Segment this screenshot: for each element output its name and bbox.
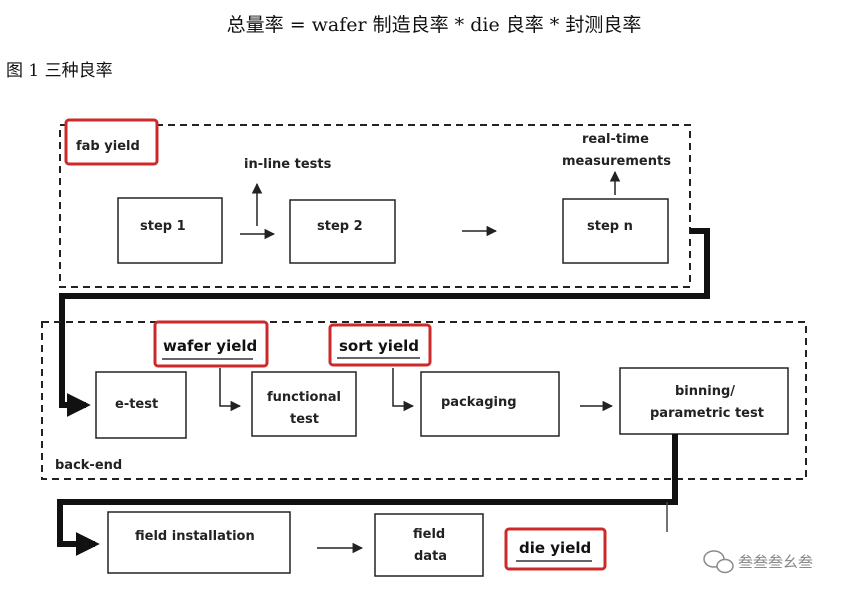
wafer-yield-highlight: [153, 320, 269, 368]
fab-section-frame: [59, 124, 691, 288]
field-installation-box: [107, 511, 291, 574]
fab-yield-label: fab yield: [76, 139, 140, 154]
wechat-icon: [703, 550, 734, 574]
etest-box: [95, 371, 187, 439]
arrow-wafer-yield-to-functional: [219, 368, 242, 412]
step-1-label: step 1: [140, 219, 186, 234]
functional-test-label: test: [290, 412, 319, 427]
field-label: field: [413, 527, 445, 542]
etest-label: e-test: [115, 397, 158, 412]
measurements-label: measurements: [562, 154, 671, 169]
functional-test-box: [251, 371, 357, 437]
fab-yield-highlight: [64, 118, 159, 166]
step-n-box: [562, 198, 669, 264]
field-data-box: [374, 513, 484, 577]
formula-text: 总量率 = wafer 制造良率 * die 良率 * 封测良率: [226, 14, 642, 36]
sort-yield-label: sort yield: [339, 337, 419, 355]
data-label: data: [414, 549, 447, 564]
in-line-tests-label: in-line tests: [244, 157, 332, 172]
figure-caption: 图 1 三种良率: [6, 61, 113, 81]
step-n-label: step n: [587, 219, 633, 234]
step-2-box: [289, 199, 396, 264]
arrow-sort-yield-to-packaging: [392, 368, 415, 412]
die-yield-highlight: [504, 527, 607, 571]
backend-section-frame: [41, 321, 807, 480]
functional-label: functional: [267, 390, 341, 405]
backend-label: back-end: [55, 458, 122, 473]
sort-yield-highlight: [328, 323, 432, 367]
step-1-box: [117, 197, 223, 264]
connector-backend-field: [57, 434, 678, 556]
real-time-label: real-time: [582, 132, 649, 147]
connector-fab-backend: [59, 228, 710, 417]
wafer-yield-label: wafer yield: [163, 337, 257, 355]
watermark-text: 叁叁叁幺叁: [738, 553, 813, 571]
binning-label: binning/: [675, 384, 735, 399]
die-yield-label: die yield: [519, 539, 591, 557]
field-installation-label: field installation: [135, 529, 255, 544]
parametric-test-label: parametric test: [650, 406, 764, 421]
binning-box: [619, 367, 789, 435]
packaging-box: [420, 371, 560, 437]
step-2-label: step 2: [317, 219, 363, 234]
packaging-label: packaging: [441, 395, 517, 410]
